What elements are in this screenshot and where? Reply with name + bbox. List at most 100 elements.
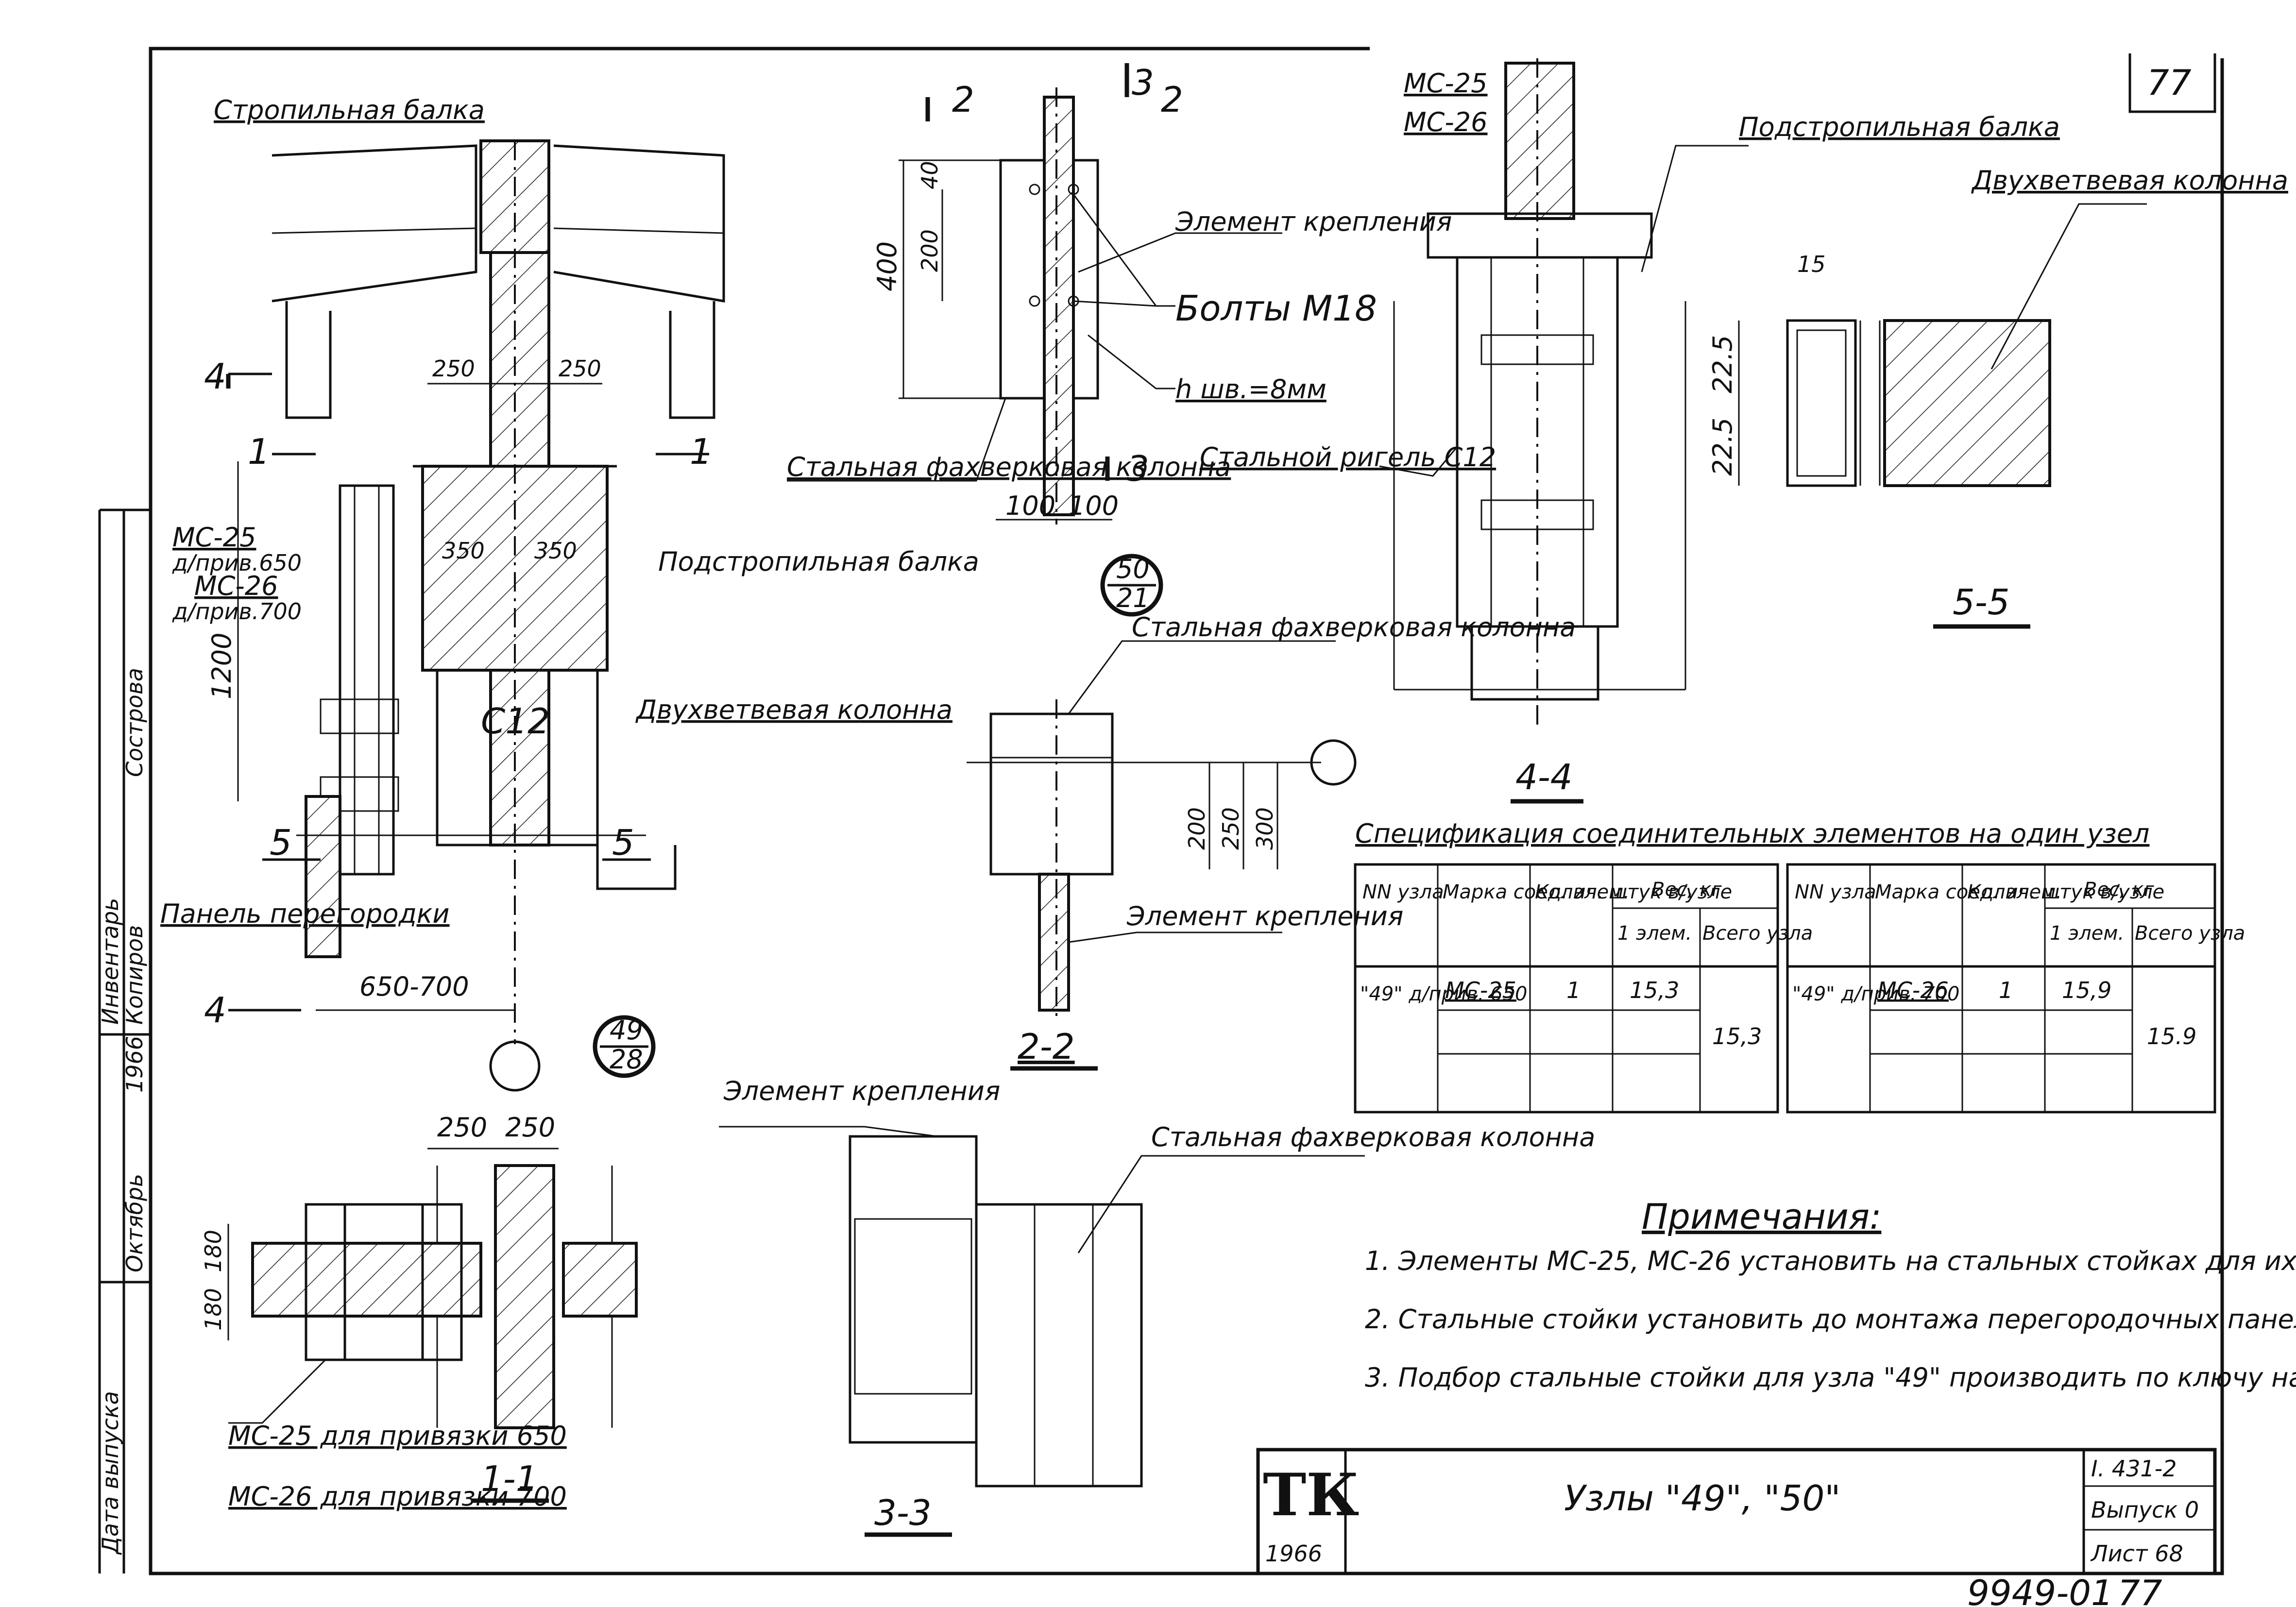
node-49-elevation: 4 4 1 1 5 5 1200 250 250 350 350 650-700… <box>160 95 979 1092</box>
label-sub-rafter-beam: Подстропильная балка <box>658 546 979 577</box>
label-1-1-ms25: МС-25 для привязки 650 <box>228 1421 567 1451</box>
axis-circle-49 <box>489 1040 541 1092</box>
mark-4-bottom: 4 <box>204 990 226 1031</box>
node-ref-50 <box>1100 554 1163 617</box>
dim-250-a: 250 <box>432 355 475 382</box>
dim-1-1-b: 250 <box>505 1112 555 1143</box>
title-2-2: 2-2 <box>1018 1026 1075 1067</box>
label-4-4-ms25: МС-25 <box>1404 68 1488 99</box>
mark-1-right: 1 <box>690 431 712 472</box>
section-5-5: 22.5 22.5 15 Двухветвевая колонна 5-5 <box>1707 165 2288 629</box>
label-steel-column-50: Стальная фахверковая колонна <box>787 452 1231 482</box>
label-channel: C12 <box>481 701 550 742</box>
spec-row-1-per: 15,9 <box>2062 977 2111 1003</box>
label-5-5-column: Двухветвевая колонна <box>1971 165 2288 196</box>
label-rafter-beam: Стропильная балка <box>214 95 485 125</box>
spec-h-qty-r: Колич. штук в/узле <box>1967 881 2164 903</box>
sheet-frame <box>149 47 2224 1575</box>
node-ref-50-bottom: 21 <box>1116 583 1150 613</box>
dim-5-5-a: 15 <box>1797 251 1826 277</box>
archive-number: 9949-01 <box>1967 1573 2113 1607</box>
stamp-row-2: Копиров <box>121 925 148 1025</box>
spec-h-mark-r: Марка соед. элем. <box>1875 881 2062 903</box>
mark-4-top: 4 <box>204 356 226 397</box>
spec-row-0-mark: МС-25 <box>1445 977 1516 1003</box>
spec-h-node-l: NN узла <box>1362 881 1444 903</box>
mark-5-left: 5 <box>270 822 292 863</box>
dim-100-b: 100 <box>1069 491 1119 521</box>
side-stamp: Инвентарь Копиров Сострова Дата выпуска … <box>97 508 151 1573</box>
title-block-title: Узлы "49", "50" <box>1564 1478 1840 1519</box>
node-ref-50-top: 50 <box>1116 554 1150 584</box>
spec-row-1-node: "49" д/прив. 700 <box>1792 983 1959 1005</box>
title-5-5: 5-5 <box>1953 582 2010 623</box>
label-2-2-element: Элемент крепления <box>1126 901 1403 931</box>
spec-row-1-mark: МС-26 <box>1877 977 1949 1003</box>
title-block-logo: ТК <box>1263 1461 1359 1529</box>
spec-title: Спецификация соединительных элементов на… <box>1355 818 2149 849</box>
stamp-row-1: Инвентарь <box>97 898 123 1025</box>
dim-1-1-a: 250 <box>437 1112 487 1143</box>
mark-2-right: 2 <box>1161 79 1183 120</box>
spec-h-weight-l: Вес, кг <box>1651 879 1722 901</box>
stamp-row-4: Дата выпуска <box>97 1391 123 1555</box>
mark-3-top: 3 <box>1132 62 1154 103</box>
title-block-sheet: Лист 68 <box>2090 1540 2183 1567</box>
label-partition-panel: Панель перегородки <box>160 898 450 929</box>
section-1-1: 250 250 180 180 МС-25 для привязки 650 М… <box>200 1112 638 1512</box>
label-bolts: Болты М18 <box>1175 288 1377 329</box>
node-ref-49-top: 49 <box>610 1015 643 1046</box>
dim-1200: 1200 <box>206 633 237 699</box>
label-ms26: МС-26 <box>194 571 278 601</box>
section-4-4: Стальной ригель C12 МС-25 МС-26 Подстроп… <box>1200 58 2060 804</box>
sheet-number-box: 77 <box>2128 53 2216 113</box>
stamp-row-5: Октябрь <box>121 1174 148 1272</box>
spec-row-0-qty: 1 <box>1566 977 1581 1003</box>
node-50-elevation: 400 200 40 100 100 2 3 2 3 Элемент крепл… <box>787 62 1452 617</box>
spec-table: Спецификация соединительных элементов на… <box>1354 818 2245 1114</box>
spec-row-0-per: 15,3 <box>1630 977 1679 1003</box>
spec-row-1-qty: 1 <box>1999 977 2013 1003</box>
note-3: 3. Подбор стальные стойки для узла "49" … <box>1365 1362 2296 1393</box>
title-1-1: 1-1 <box>481 1458 538 1499</box>
node-ref-49 <box>593 1015 656 1078</box>
dim-5-5-b: 22.5 <box>1707 335 1738 393</box>
title-4-4: 4-4 <box>1515 757 1573 797</box>
note-2: 2. Стальные стойки установить до монтажа… <box>1365 1304 2296 1335</box>
dim-5-5-c: 22.5 <box>1707 418 1738 476</box>
title-3-3: 3-3 <box>874 1492 932 1533</box>
dim-2-2-a: 200 <box>1184 807 1210 850</box>
label-ms25-note: д/прив.650 <box>172 550 302 576</box>
mark-2-left: 2 <box>952 79 974 120</box>
dim-1-1-c: 180 <box>200 1230 226 1272</box>
title-block-issue: Выпуск 0 <box>2091 1497 2199 1523</box>
spec-h-node-r: NN узла <box>1795 881 1876 903</box>
mark-3-bottom: 3 <box>1127 448 1149 489</box>
label-two-branch-column: Двухветвевая колонна <box>635 694 952 725</box>
spec-h-mark-l: Марка соед. элем. <box>1443 881 1630 903</box>
spec-h-per-l: 1 элем. <box>1617 922 1692 945</box>
dim-100-a: 100 <box>1005 491 1055 521</box>
dim-2-2-c: 300 <box>1252 807 1278 850</box>
dim-350-a: 350 <box>442 538 485 564</box>
title-block-series: I. 431-2 <box>2091 1455 2177 1482</box>
dim-400: 400 <box>872 241 902 291</box>
title-block-year: 1966 <box>1265 1540 1322 1567</box>
sheet-number: 77 <box>2147 62 2192 103</box>
note-1: 1. Элементы МС-25, МС-26 установить на с… <box>1365 1246 2296 1276</box>
label-3-3-steel-column: Стальная фахверковая колонна <box>1151 1122 1595 1152</box>
dim-2-2-b: 250 <box>1218 807 1244 850</box>
section-3-3: Элемент крепления Стальная фахверковая к… <box>719 1076 1595 1537</box>
label-steel-girder: Стальной ригель C12 <box>1200 442 1496 473</box>
title-block: ТК 1966 Узлы "49", "50" I. 431-2 Выпуск … <box>1256 1448 2217 1575</box>
spec-h-per-r: 1 элем. <box>2050 922 2124 945</box>
spec-row-0-node: "49" д/прив. 650 <box>1360 983 1527 1005</box>
label-element-50: Элемент крепления <box>1175 206 1452 237</box>
spec-row-0-total: 15,3 <box>1712 1023 1762 1049</box>
label-1-1-ms26: МС-26 для привязки 700 <box>228 1481 567 1512</box>
mark-1-left: 1 <box>248 431 270 472</box>
label-4-4-sub-rafter-beam: Подстропильная балка <box>1739 112 2060 142</box>
label-3-3-element: Элемент крепления <box>723 1076 1000 1106</box>
mark-5-right: 5 <box>612 822 634 863</box>
